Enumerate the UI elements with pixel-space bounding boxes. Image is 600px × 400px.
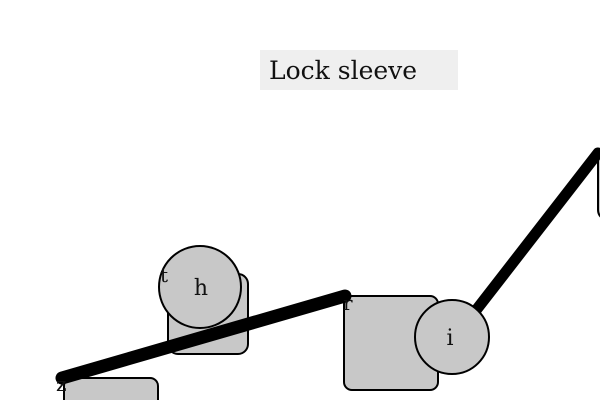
circle-piece-i[interactable] (414, 299, 490, 375)
circle-i-label: i (446, 326, 453, 351)
rail-left (55, 289, 352, 385)
node-label-z: z (56, 372, 67, 396)
level-title-text: Lock sleeve (269, 55, 418, 85)
rail-right (464, 147, 600, 324)
node-label-r: r (343, 291, 353, 315)
circle-h-label: h (194, 276, 208, 301)
circle-piece-h[interactable] (158, 245, 242, 329)
node-label-t: t (160, 263, 168, 287)
rounded-block-left[interactable] (63, 377, 159, 400)
level-title: Lock sleeve (260, 50, 458, 90)
